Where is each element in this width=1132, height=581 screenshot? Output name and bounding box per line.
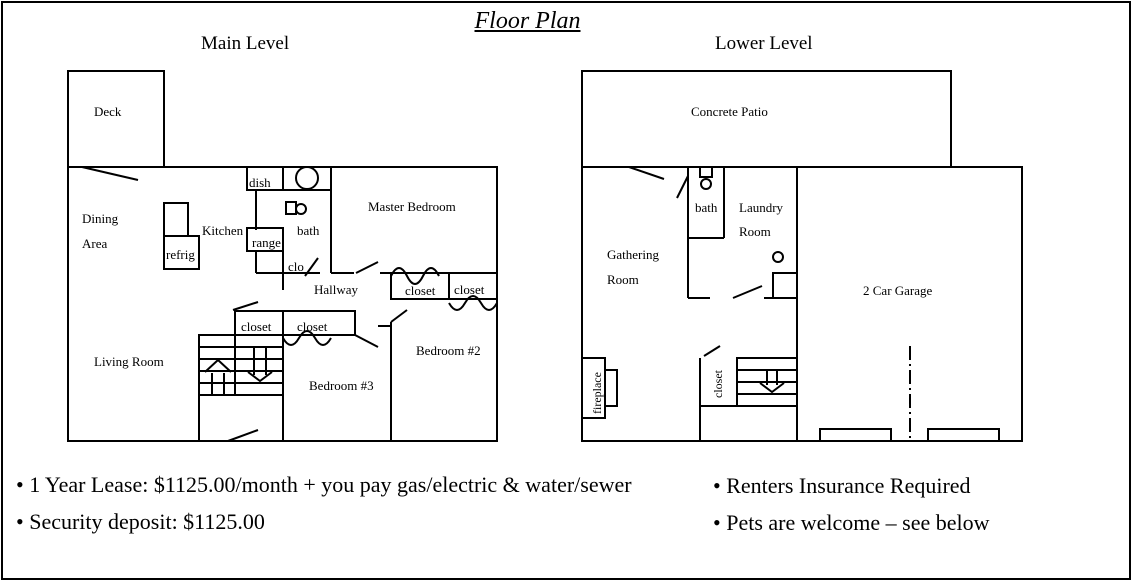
insurance-bullet: • Renters Insurance Required <box>713 473 971 498</box>
lower-level-heading: Lower Level <box>715 33 813 54</box>
pets-bullet: • Pets are welcome – see below <box>713 510 990 535</box>
label-bath-lower: bath <box>695 200 718 215</box>
label-dining-1: Dining <box>82 211 119 226</box>
lower-level-plan <box>581 70 1023 442</box>
label-dish: dish <box>249 175 271 190</box>
label-laundry-2: Room <box>739 224 771 239</box>
deposit-bullet: • Security deposit: $1125.00 <box>16 509 265 534</box>
lower-level-labels: Concrete Patio bath Laundry Room Gatheri… <box>590 104 933 414</box>
toilet-main <box>295 166 319 190</box>
page-title: Floor Plan <box>474 8 581 34</box>
label-living-room: Living Room <box>94 354 164 369</box>
label-clo: clo <box>288 259 304 274</box>
label-hallway: Hallway <box>314 282 359 297</box>
main-level-heading: Main Level <box>201 33 290 54</box>
label-patio: Concrete Patio <box>691 104 768 119</box>
label-laundry-1: Laundry <box>739 200 784 215</box>
label-refrig: refrig <box>166 247 195 262</box>
label-fireplace: fireplace <box>590 372 604 414</box>
label-garage: 2 Car Garage <box>863 283 933 298</box>
label-closet-lower: closet <box>711 369 725 398</box>
label-range: range <box>252 235 281 250</box>
label-master-bedroom: Master Bedroom <box>368 199 456 214</box>
label-bedroom3: Bedroom #3 <box>309 378 374 393</box>
label-closet-hall: closet <box>405 283 436 298</box>
main-level-plan <box>67 70 498 442</box>
lease-bullet: • 1 Year Lease: $1125.00/month + you pay… <box>16 472 632 497</box>
label-kitchen: Kitchen <box>202 223 244 238</box>
main-level-labels: Deck Dining Area refrig Kitchen dish ran… <box>82 104 485 393</box>
label-closet-bed2: closet <box>454 282 485 297</box>
label-bedroom2: Bedroom #2 <box>416 343 481 358</box>
label-gathering-2: Room <box>607 272 639 287</box>
label-bath-main: bath <box>297 223 320 238</box>
label-deck: Deck <box>94 104 122 119</box>
label-dining-2: Area <box>82 236 107 251</box>
label-closet-bed3: closet <box>297 319 328 334</box>
deck-outline <box>67 70 165 168</box>
refrigerator <box>163 235 200 270</box>
patio-outline <box>581 70 952 168</box>
label-gathering-1: Gathering <box>607 247 659 262</box>
label-closet-stair: closet <box>241 319 272 334</box>
lower-level-outline <box>581 166 1023 442</box>
